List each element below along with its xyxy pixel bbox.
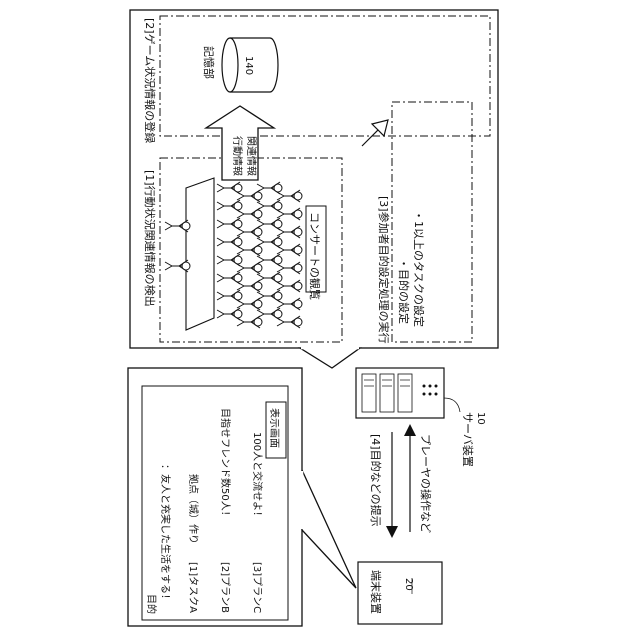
task-a-detail: 拠点（城）作り <box>187 474 200 544</box>
task-a-name: [1]タスクA <box>187 562 199 613</box>
concert-stage <box>186 178 214 330</box>
goal-heading: 目的 <box>145 594 158 614</box>
server-device-icon <box>356 368 444 418</box>
screen-label: 表示画面 <box>268 408 281 448</box>
storage-label: 記憶部 <box>202 46 216 79</box>
step2-label: [2]ゲーム状況情報の登録 <box>143 18 157 143</box>
goal-text: ：友人と充実した生活をする！ <box>159 464 172 604</box>
plan-b-name: [2]プランB <box>219 562 231 613</box>
storage-number: 140 <box>243 56 254 75</box>
step1-label: [1]行動状況関連情報の検出 <box>143 170 157 307</box>
step3-item-goal: ・目的の設定 <box>397 258 411 324</box>
step4-label: [4]目的などの提示 <box>369 434 383 527</box>
step3-label: [3]参加者目的設定処理の実行 <box>377 196 391 344</box>
step3-item-tasks: ・1以上のタスクの設定 <box>412 210 426 327</box>
terminal-device-label: 端末装置 <box>369 570 383 614</box>
concert-label: コンサートの観覧 <box>308 212 322 300</box>
server-device-number: 10 <box>475 412 486 425</box>
server-panel-pointer <box>300 348 360 368</box>
player-ops-label: プレーヤの操作など <box>419 434 433 533</box>
plan-b-detail: 目指せフレンド数50人！ <box>219 408 232 521</box>
plan-c-name: [3]プランC <box>251 562 263 613</box>
plan-c-detail: 100人と交流せよ！ <box>251 432 264 521</box>
arrow-label-line1: 行動情報 <box>231 136 244 176</box>
server-device-label: サーバ装置 <box>461 412 474 467</box>
arrow-label-line2: 関連情報 <box>245 136 258 176</box>
display-panel-pointer <box>302 470 356 588</box>
